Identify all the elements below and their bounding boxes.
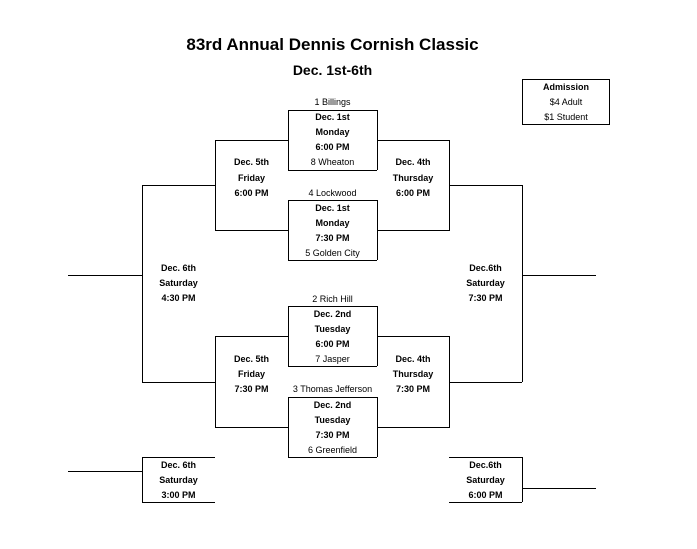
left-bottom-time: 3:00 PM (161, 490, 196, 500)
left-final-date: Dec. 6th (160, 263, 196, 273)
admission-box: Admission $4 Adult $1 Student (522, 79, 610, 125)
game2-bottom-line (288, 260, 377, 261)
left-bottom-bottom-line (142, 502, 215, 503)
right-semi2-time: 7:30 PM (395, 384, 430, 394)
game4-bottom-line (288, 457, 377, 458)
right-bottom-date: Dec.6th (469, 460, 502, 470)
game4-day: Tuesday (314, 415, 351, 425)
game2-top-line (288, 200, 377, 201)
game3-date: Dec. 2nd (313, 309, 352, 319)
page-subtitle: Dec. 1st-6th (292, 62, 373, 78)
game4-top-line (288, 397, 377, 398)
game1-time: 6:00 PM (315, 142, 350, 152)
right-final-time: 7:30 PM (468, 293, 503, 303)
left-semi2-top-line (215, 336, 288, 337)
game3-top-line (288, 306, 377, 307)
game3-team-bottom: 7 Jasper (315, 354, 350, 364)
left-bottom-date: Dec. 6th (160, 460, 196, 470)
game2-team-top: 4 Lockwood (308, 188, 357, 198)
left-semi2-time: 7:30 PM (234, 384, 269, 394)
left-semi1-left-line (215, 140, 216, 230)
admission-student-price: $1 Student (544, 112, 588, 122)
game3-bottom-line (288, 366, 377, 367)
game2-date: Dec. 1st (315, 203, 350, 213)
game2-time: 7:30 PM (315, 233, 350, 243)
admission-adult-price: $4 Adult (549, 97, 583, 107)
left-bottom-day: Saturday (159, 475, 198, 485)
right-final-right-line (522, 185, 523, 382)
right-bottom-top-line (449, 457, 522, 458)
right-semi1-date: Dec. 4th (395, 157, 431, 167)
game3-left-line (288, 306, 289, 366)
left-semi1-time: 6:00 PM (234, 188, 269, 198)
game3-day: Tuesday (314, 324, 351, 334)
left-semi1-bottom-line (215, 230, 288, 231)
right-final-date: Dec.6th (469, 263, 502, 273)
right-semi2-right-line (449, 336, 450, 427)
right-bottom-time: 6:00 PM (468, 490, 503, 500)
game4-date: Dec. 2nd (313, 400, 352, 410)
game1-top-line (288, 110, 377, 111)
page-title: 83rd Annual Dennis Cornish Classic (186, 35, 479, 54)
right-semi2-day: Thursday (392, 369, 434, 379)
game4-time: 7:30 PM (315, 430, 350, 440)
right-bottom-right-line (522, 457, 523, 502)
right-semi2-bottom-line (377, 427, 450, 428)
left-semi2-bottom-line (215, 427, 288, 428)
left-final-winner-line (68, 275, 142, 276)
left-final-bottom-line (142, 382, 215, 383)
left-final-day: Saturday (159, 278, 198, 288)
admission-heading: Admission (542, 82, 589, 92)
left-final-time: 4:30 PM (161, 293, 196, 303)
right-final-day: Saturday (466, 278, 505, 288)
game1-team-top: 1 Billings (314, 97, 351, 107)
right-semi1-time: 6:00 PM (395, 188, 430, 198)
game1-bottom-line (288, 170, 377, 171)
right-final-bottom-line (449, 382, 522, 383)
left-final-left-line (142, 185, 143, 382)
left-bottom-top-line (142, 457, 215, 458)
right-final-top-line (449, 185, 522, 186)
left-final-top-line (142, 185, 215, 186)
right-semi1-top-line (377, 140, 450, 141)
right-semi1-bottom-line (377, 230, 450, 231)
game4-team-bottom: 6 Greenfield (307, 445, 358, 455)
right-semi1-day: Thursday (392, 173, 434, 183)
game3-time: 6:00 PM (315, 339, 350, 349)
game1-left-line (288, 110, 289, 170)
left-bottom-winner-line (68, 471, 142, 472)
game4-team-top: 3 Thomas Jefferson (292, 384, 373, 394)
game1-day: Monday (315, 127, 350, 137)
right-final-winner-line (522, 275, 596, 276)
game1-team-bottom: 8 Wheaton (310, 157, 355, 167)
left-semi1-day: Friday (237, 173, 265, 183)
left-semi2-date: Dec. 5th (233, 354, 269, 364)
left-bottom-left-line (142, 457, 143, 502)
game2-day: Monday (315, 218, 350, 228)
right-bottom-bottom-line (449, 502, 522, 503)
left-semi2-day: Friday (237, 369, 265, 379)
game1-date: Dec. 1st (315, 112, 350, 122)
right-semi2-date: Dec. 4th (395, 354, 431, 364)
left-semi2-left-line (215, 336, 216, 427)
right-bottom-winner-line (522, 488, 596, 489)
right-bottom-day: Saturday (466, 475, 505, 485)
game4-left-line (288, 397, 289, 457)
game2-left-line (288, 200, 289, 260)
game3-team-top: 2 Rich Hill (312, 294, 353, 304)
game2-team-bottom: 5 Golden City (305, 248, 360, 258)
left-semi1-top-line (215, 140, 288, 141)
right-semi2-top-line (377, 336, 450, 337)
left-semi1-date: Dec. 5th (233, 157, 269, 167)
